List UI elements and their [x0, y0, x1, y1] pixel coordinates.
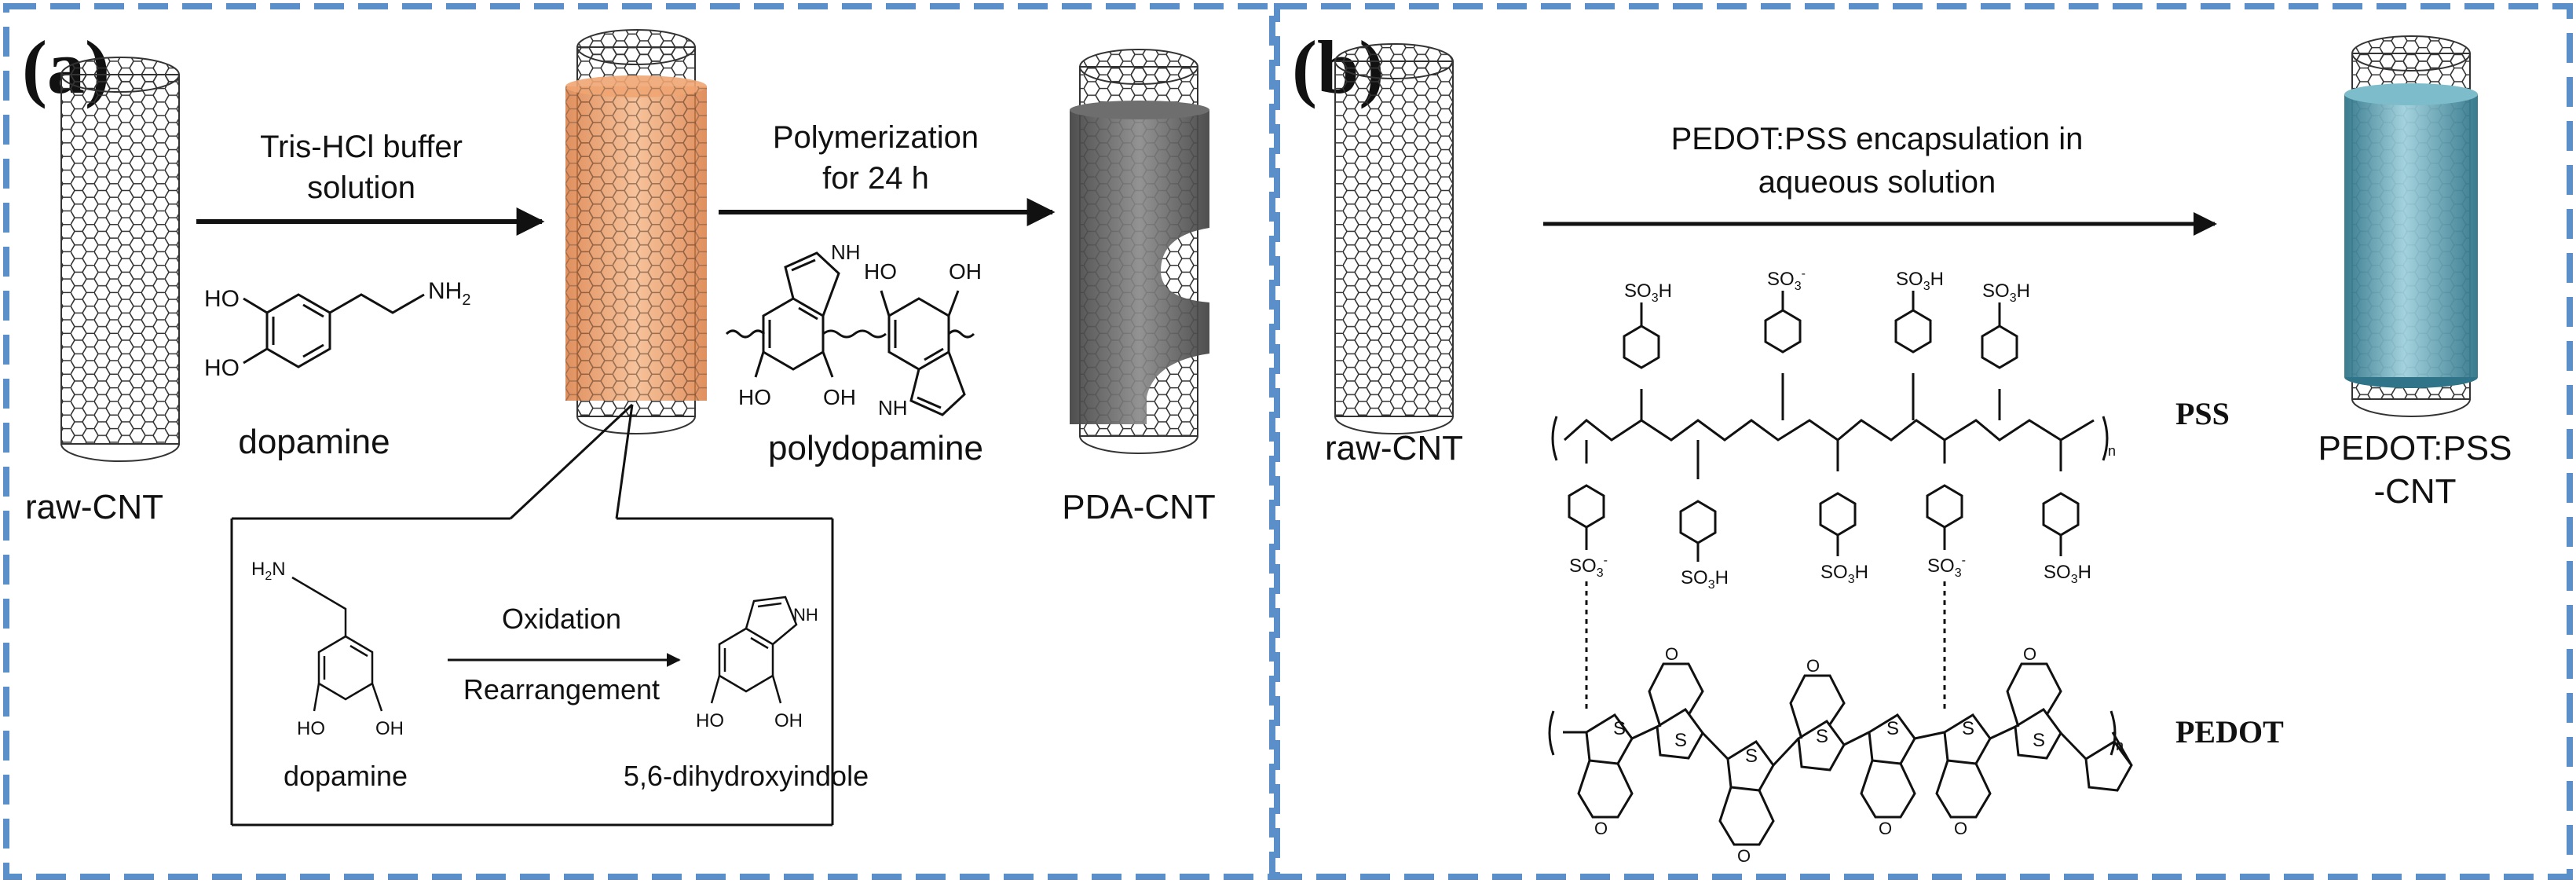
- pss-label: PSS: [2175, 396, 2230, 431]
- pedot-pss-cnt-tube: [2344, 35, 2478, 417]
- product-label-line2: -CNT: [2373, 472, 2456, 511]
- polydopamine-structure: [725, 251, 975, 416]
- pedot-s-6: S: [1962, 718, 1974, 739]
- pda-ho-2: HO: [864, 259, 897, 284]
- pss-so3h-3: SO3H: [1982, 280, 2030, 305]
- pedot-o-5: O: [1737, 846, 1751, 866]
- pedot-label: PEDOT: [2175, 714, 2284, 750]
- pedot-s-7: S: [2033, 730, 2045, 751]
- product-label-line1: PEDOT:PSS: [2318, 429, 2512, 467]
- inset-indole-structure: [710, 596, 798, 704]
- pda-oh-1: OH: [823, 385, 856, 409]
- pda-cnt-label: PDA-CNT: [1062, 488, 1216, 526]
- step1-line2: solution: [307, 170, 415, 205]
- pedot-o-4: O: [1594, 819, 1608, 838]
- pedot-s-1: S: [1613, 718, 1626, 739]
- pss-so3minus-3: SO3-: [1927, 554, 1966, 580]
- dopamine-nh2: NH2: [428, 278, 470, 309]
- step1-line1: Tris-HCl buffer: [260, 130, 463, 164]
- dopamine-coated-cnt: [565, 29, 707, 434]
- pedot-s-2: S: [1674, 730, 1687, 751]
- pedot-o-3: O: [2023, 644, 2036, 664]
- inset-product-label: 5,6-dihydroxyindole: [624, 760, 869, 792]
- raw-cnt-label-b: raw-CNT: [1325, 429, 1463, 467]
- pedot-o-2: O: [1806, 656, 1820, 676]
- inset-dopamine-structure: [291, 576, 383, 712]
- pss-so3h-4: SO3H: [1681, 567, 1729, 592]
- callout-line-left: [509, 403, 634, 520]
- pedot-o-7: O: [1954, 819, 1967, 838]
- pss-so3minus-2: SO3-: [1569, 554, 1608, 580]
- step2-line2: for 24 h: [822, 161, 929, 196]
- raw-cnt-tube-b: [1334, 43, 1454, 434]
- pss-structure: [1551, 291, 2109, 562]
- pss-so3h-2: SO3H: [1896, 269, 1944, 293]
- pss-so3h-5: SO3H: [1820, 562, 1868, 586]
- pedot-o-1: O: [1665, 644, 1678, 664]
- inset-h2n: H2N: [251, 559, 286, 583]
- dopamine-ho-1: HO: [204, 286, 240, 312]
- pda-cnt-tube: [1070, 49, 1209, 454]
- inset-arrow-top: Oxidation: [502, 603, 621, 635]
- pedot-o-6: O: [1879, 819, 1892, 838]
- pedot-structure: [1548, 662, 2133, 846]
- dopamine-label: dopamine: [238, 423, 390, 461]
- panel-b-border: [1274, 3, 2573, 880]
- inset-oh: OH: [375, 718, 404, 739]
- pss-so3h-6: SO3H: [2044, 562, 2091, 586]
- pda-oh-2: OH: [949, 259, 982, 284]
- pda-ho-1: HO: [738, 385, 771, 409]
- pda-nh-2: NH: [878, 396, 908, 420]
- panel-a-border: [3, 3, 1275, 880]
- inset-indole-nh: NH: [793, 605, 818, 625]
- inset-indole-ho: HO: [696, 710, 724, 731]
- step2-line1: Polymerization: [773, 120, 979, 155]
- raw-cnt-label-a: raw-CNT: [25, 488, 163, 526]
- pss-n-subscript: n: [2108, 443, 2116, 459]
- pda-nh-1: NH: [831, 240, 861, 264]
- pedot-s-3: S: [1745, 746, 1758, 767]
- callout-line-right: [615, 404, 634, 519]
- dopamine-ho-2: HO: [204, 355, 240, 381]
- polydopamine-label: polydopamine: [768, 429, 983, 467]
- pedot-s-5: S: [1886, 718, 1899, 739]
- pss-so3minus-1: SO3-: [1767, 267, 1806, 293]
- inset-arrow-bottom: Rearrangement: [463, 673, 660, 706]
- inset-dopamine-label: dopamine: [284, 760, 408, 792]
- dopamine-structure: [243, 293, 425, 368]
- pedot-n-subscript: n: [2116, 738, 2124, 753]
- step-b-line2: aqueous solution: [1758, 165, 1996, 200]
- raw-cnt-tube-a: [60, 57, 180, 462]
- inset-ho: HO: [297, 718, 325, 739]
- pss-so3h-1: SO3H: [1624, 280, 1672, 305]
- inset-indole-oh: OH: [774, 710, 803, 731]
- pedot-s-4: S: [1816, 726, 1828, 747]
- step-b-line1: PEDOT:PSS encapsulation in: [1671, 122, 2084, 156]
